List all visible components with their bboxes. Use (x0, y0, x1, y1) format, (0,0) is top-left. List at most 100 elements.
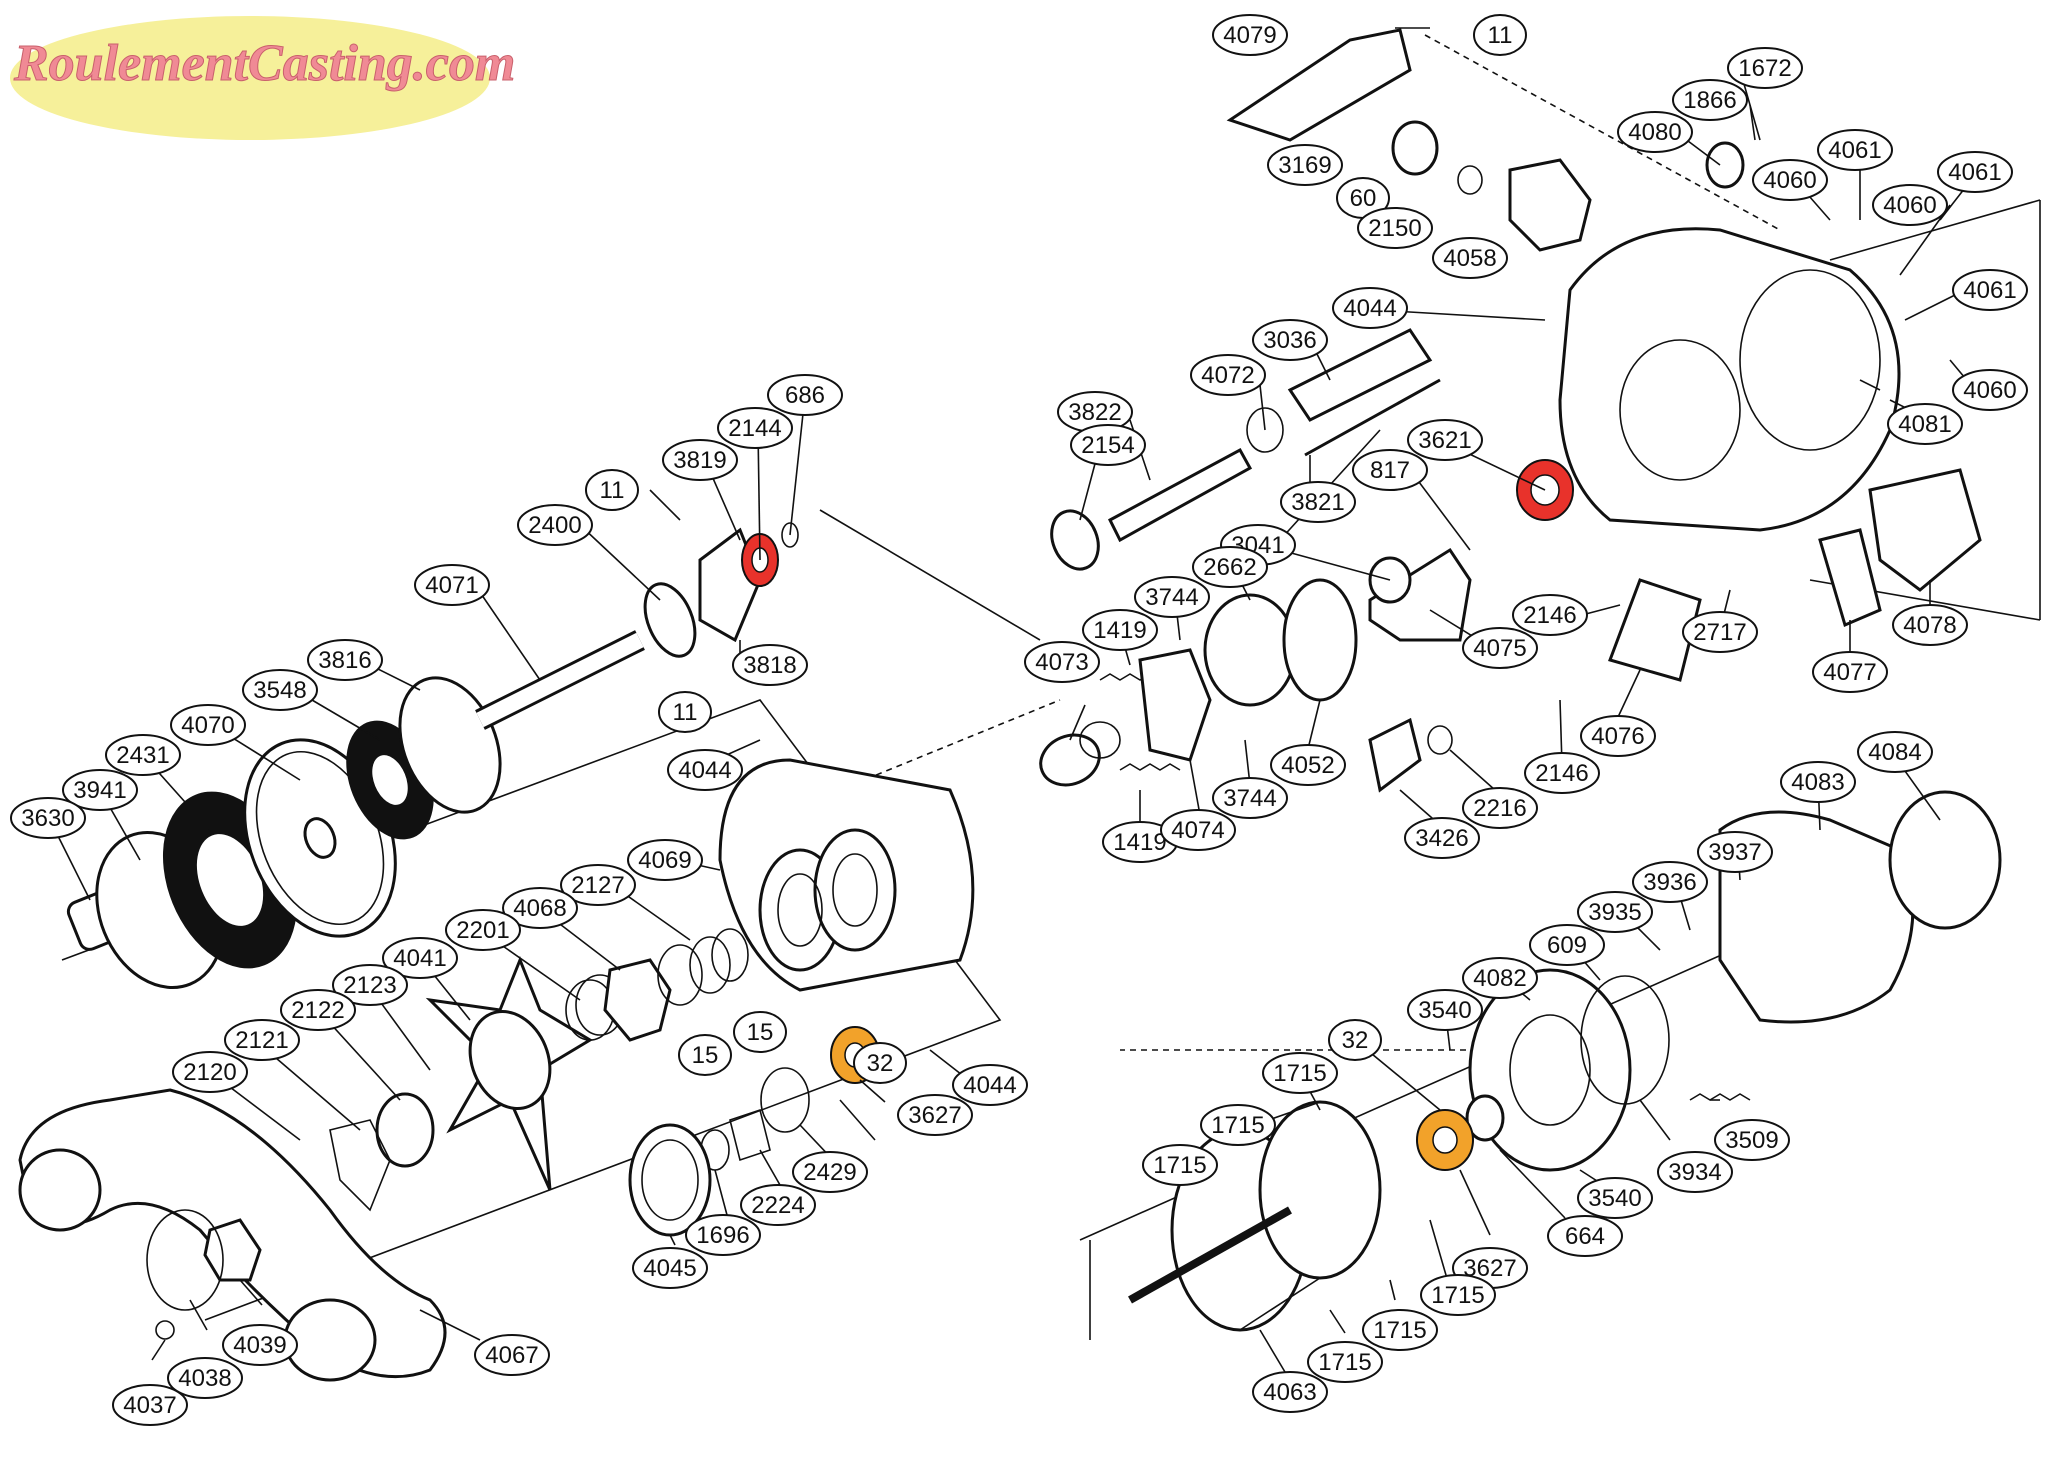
part-label-bubble (1362, 1309, 1438, 1351)
part-label-text: 4076 (1591, 723, 1644, 750)
part-number-1419: 1419 (1082, 609, 1158, 651)
part-label-text: 4072 (1201, 362, 1254, 389)
part-number-3621: 3621 (1407, 419, 1483, 461)
part-number-4079: 4079 (1212, 14, 1288, 56)
part-label-bubble (172, 1051, 248, 1093)
part-number-4083: 4083 (1780, 761, 1856, 803)
part-label-text: 2120 (183, 1059, 236, 1086)
part-number-3935: 3935 (1577, 891, 1653, 933)
part-label-bubble (1280, 481, 1356, 523)
part-number-3540: 3540 (1407, 989, 1483, 1031)
part-label-text: 3821 (1291, 489, 1344, 516)
part-label-text: 4044 (963, 1072, 1016, 1099)
part-label-bubble (667, 749, 743, 791)
part-label-bubble (502, 887, 578, 929)
part-number-2400: 2400 (517, 504, 593, 546)
part-label-bubble (1200, 1104, 1276, 1146)
part-number-664: 664 (1547, 1215, 1623, 1257)
part-label-bubble (1817, 129, 1893, 171)
main-frame (1226, 28, 1982, 682)
part-label-text: 3819 (673, 447, 726, 474)
part-number-2122: 2122 (280, 989, 356, 1031)
part-label-bubble (627, 839, 703, 881)
part-number-3818: 3818 (732, 644, 808, 686)
part-label-bubble (474, 1334, 550, 1376)
part-label-bubble (1529, 924, 1605, 966)
part-label-bubble (1357, 207, 1433, 249)
part-label-text: 2154 (1081, 432, 1134, 459)
part-label-bubble (1727, 47, 1803, 89)
part-label-bubble (1952, 369, 2028, 411)
part-label-bubble (1407, 419, 1483, 461)
part-label-text: 4070 (181, 712, 234, 739)
part-number-2431: 2431 (105, 734, 181, 776)
part-label-text: 664 (1565, 1223, 1605, 1250)
part-label-bubble (1524, 752, 1600, 794)
part-label-text: 4037 (123, 1392, 176, 1419)
part-number-4082: 4082 (1462, 957, 1538, 999)
part-label-bubble (332, 964, 408, 1006)
part-label-text: 4071 (425, 572, 478, 599)
part-number-4078: 4078 (1892, 604, 1968, 646)
part-label-bubble (1212, 14, 1288, 56)
part-number-3816: 3816 (307, 639, 383, 681)
part-number-4038: 4038 (167, 1357, 243, 1399)
part-number-3934: 3934 (1657, 1151, 1733, 1193)
part-label-text: 4074 (1171, 817, 1224, 844)
part-label-bubble (280, 989, 356, 1031)
part-label-bubble (740, 1184, 816, 1226)
part-label-text: 2717 (1693, 619, 1746, 646)
part-label-text: 11 (673, 699, 698, 726)
part-label-text: 4079 (1223, 22, 1276, 49)
part-number-4077: 4077 (1812, 651, 1888, 693)
part-label-text: 4058 (1443, 245, 1496, 272)
part-label-bubble (662, 439, 738, 481)
part-label-bubble (1352, 449, 1428, 491)
part-label-text: 4081 (1898, 411, 1951, 438)
part-number-1696: 1696 (685, 1214, 761, 1256)
part-label-bubble (1657, 1151, 1733, 1193)
part-number-4058: 4058 (1432, 237, 1508, 279)
part-label-text: 4044 (1343, 295, 1396, 322)
part-number-3744: 3744 (1212, 777, 1288, 819)
part-number-11: 11 (585, 469, 639, 511)
part-label-bubble (517, 504, 593, 546)
part-label-text: 4080 (1628, 119, 1681, 146)
part-label-text: 2150 (1368, 215, 1421, 242)
part-label-bubble (1473, 14, 1527, 56)
part-label-text: 2121 (235, 1027, 288, 1054)
part-label-text: 1419 (1113, 829, 1166, 856)
part-label-text: 4039 (233, 1332, 286, 1359)
part-number-686: 686 (767, 374, 843, 416)
part-number-1715: 1715 (1262, 1052, 1338, 1094)
part-number-3540: 3540 (1577, 1177, 1653, 1219)
part-label-text: 2201 (456, 917, 509, 944)
part-number-4069: 4069 (627, 839, 703, 881)
part-number-4084: 4084 (1857, 731, 1933, 773)
part-number-1715: 1715 (1307, 1341, 1383, 1383)
part-number-4067: 4067 (474, 1334, 550, 1376)
part-label-text: 3818 (743, 652, 796, 679)
part-label-bubble (1580, 715, 1656, 757)
part-label-text: 15 (692, 1042, 719, 1069)
part-label-bubble (1160, 809, 1236, 851)
part-label-bubble (1462, 787, 1538, 829)
part-number-1715: 1715 (1200, 1104, 1276, 1146)
part-label-text: 1715 (1431, 1282, 1484, 1309)
part-label-bubble (1190, 354, 1266, 396)
part-number-4060: 4060 (1752, 159, 1828, 201)
part-label-text: 15 (747, 1019, 774, 1046)
part-label-text: 3744 (1145, 584, 1198, 611)
part-label-text: 3935 (1588, 899, 1641, 926)
center-assembly (1039, 547, 1472, 793)
part-label-bubble (112, 1384, 188, 1426)
spool-assembly (1128, 790, 2002, 1332)
part-number-4081: 4081 (1887, 403, 1963, 445)
part-number-3036: 3036 (1252, 319, 1328, 361)
part-number-32: 32 (853, 1042, 907, 1084)
part-number-2429: 2429 (792, 1151, 868, 1193)
part-label-text: 3036 (1263, 327, 1316, 354)
part-number-2216: 2216 (1462, 787, 1538, 829)
part-number-4045: 4045 (632, 1247, 708, 1289)
part-label-text: 4060 (1763, 167, 1816, 194)
